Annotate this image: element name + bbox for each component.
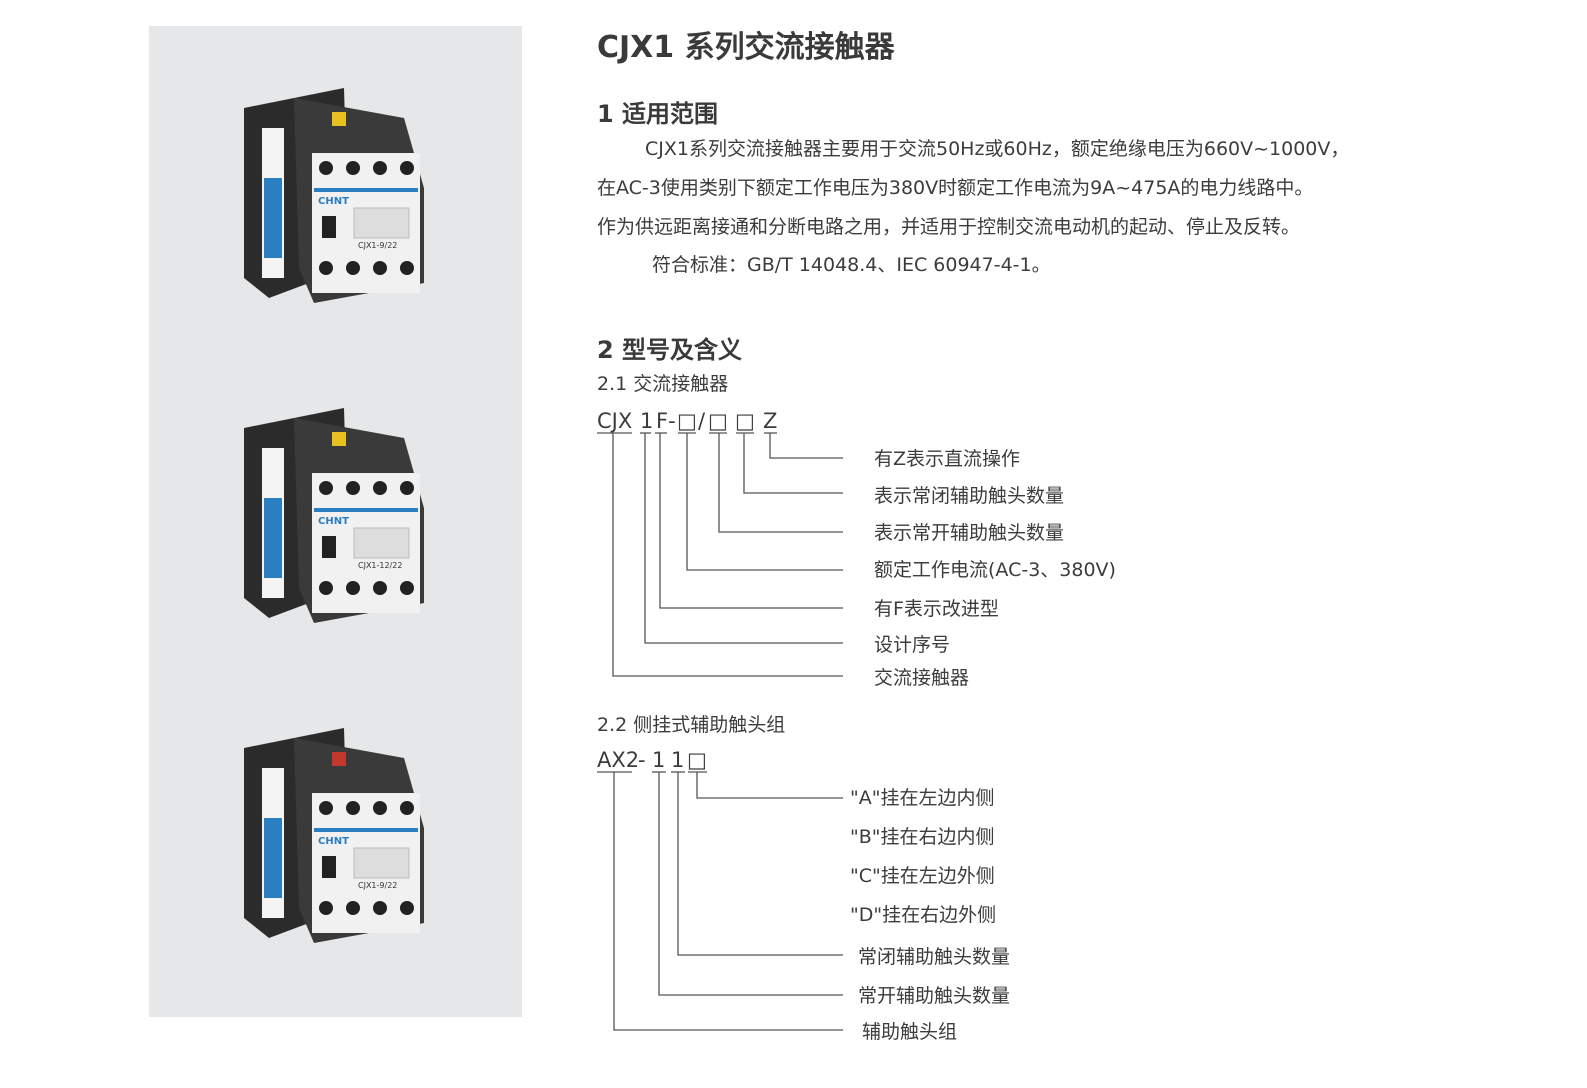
scope-paragraph-line-3: 作为供远距离接通和分断电路之用，并适用于控制交流电动机的起动、停止及反转。 [597, 216, 1301, 238]
terminal-screw [319, 901, 333, 915]
terminal-screw [346, 161, 360, 175]
scope-paragraph-line-1: CJX1系列交流接触器主要用于交流50Hz或60Hz，额定绝缘电压为660V~1… [645, 138, 1350, 160]
label-a-left-inner: "A"挂在左边内侧 [850, 787, 994, 809]
product-image-panel: CHNT CJX1-9/22 CHNT CJX1-12/22 CHNT CJX1-9/… [149, 26, 522, 1017]
label-d-right-outer: "D"挂在右边外侧 [850, 904, 996, 926]
brand-logo: CHNT [318, 196, 349, 207]
terminal-screw [400, 901, 414, 915]
side-label-stripe [264, 498, 282, 578]
code-part-no-count: 1 [652, 748, 665, 772]
terminal-screw [400, 801, 414, 815]
label-no-aux-count: 常开辅助触头数量 [858, 985, 1010, 1007]
subsection-2-2-title: 2.2 侧挂式辅助触头组 [597, 714, 786, 736]
section-2-heading: 2 型号及含义 [597, 336, 743, 364]
label-design-number: 设计序号 [874, 634, 950, 656]
terminal-screw [346, 481, 360, 495]
label-nc-aux-count: 常闭辅助触头数量 [858, 946, 1010, 968]
coil-indicator [332, 432, 346, 446]
code-part-nc: □ [735, 409, 755, 433]
product-image-contactor-1: CHNT CJX1-9/22 [244, 88, 424, 303]
code-part-improved: F- [656, 409, 676, 433]
model-marking: CJX1-9/22 [358, 241, 397, 250]
code-part-current: □ [677, 409, 697, 433]
model-marking: CJX1-12/22 [358, 561, 402, 570]
front-stripe [314, 828, 418, 832]
terminal-screw [346, 901, 360, 915]
ax2-leader-lines [597, 771, 843, 1031]
test-button [322, 536, 336, 558]
terminal-screw [346, 801, 360, 815]
label-improved-type: 有F表示改进型 [874, 598, 999, 620]
code-part-aux-group: AX2 [597, 748, 639, 772]
nameplate [353, 527, 410, 559]
coil-indicator [332, 752, 346, 766]
test-button [322, 216, 336, 238]
code-part-nc-count: 1 [671, 748, 684, 772]
ax2-model-code: AX2 - 1 1 □ [597, 748, 707, 772]
subsection-2-1-title: 2.1 交流接触器 [597, 373, 729, 395]
section-1-heading: 1 适用范围 [597, 100, 719, 128]
terminal-screw [373, 801, 387, 815]
coil-indicator [332, 112, 346, 126]
terminal-screw [346, 261, 360, 275]
terminal-screw [319, 801, 333, 815]
label-no-aux-count: 表示常开辅助触头数量 [874, 522, 1064, 544]
terminal-screw [319, 261, 333, 275]
standards-line: 符合标准：GB/T 14048.4、IEC 60947-4-1。 [652, 254, 1051, 276]
side-label-stripe [264, 818, 282, 898]
label-c-left-outer: "C"挂在左边外侧 [850, 865, 995, 887]
ax2-meaning-labels: "A"挂在左边内侧 "B"挂在右边内侧 "C"挂在左边外侧 "D"挂在右边外侧 … [850, 787, 1010, 1043]
nameplate [353, 847, 410, 879]
terminal-screw [373, 261, 387, 275]
scope-paragraph-line-2: 在AC-3使用类别下额定工作电压为380V时额定工作电流为9A~475A的电力线… [597, 177, 1314, 199]
code-part-position: □ [687, 748, 707, 772]
code-part-no: □ [708, 409, 728, 433]
front-stripe [314, 508, 418, 512]
brand-logo: CHNT [318, 836, 349, 847]
terminal-screw [400, 481, 414, 495]
product-image-contactor-3: CHNT CJX1-9/22 [244, 728, 424, 943]
terminal-screw [319, 581, 333, 595]
model-marking: CJX1-9/22 [358, 881, 397, 890]
terminal-screw [373, 901, 387, 915]
terminal-screw [400, 161, 414, 175]
test-button [322, 856, 336, 878]
brand-logo: CHNT [318, 516, 349, 527]
code-part-slash: / [698, 409, 706, 433]
side-label-stripe [264, 178, 282, 258]
terminal-screw [373, 481, 387, 495]
product-image-contactor-2: CHNT CJX1-12/22 [244, 408, 424, 623]
terminal-screw [346, 581, 360, 595]
label-aux-contact-group: 辅助触头组 [862, 1021, 957, 1043]
terminal-screw [400, 261, 414, 275]
label-dc-operation: 有Z表示直流操作 [874, 448, 1020, 470]
terminal-screw [319, 161, 333, 175]
nameplate [353, 207, 410, 239]
terminal-screw [373, 581, 387, 595]
code-part-dash: - [638, 748, 646, 772]
terminal-screw [319, 481, 333, 495]
page-title: CJX1 系列交流接触器 [597, 30, 895, 65]
front-stripe [314, 188, 418, 192]
label-b-right-inner: "B"挂在右边内侧 [850, 826, 995, 848]
cjx1-model-code: CJX 1 F- □ / □ □ Z [597, 409, 777, 433]
cjx1-meaning-labels: 有Z表示直流操作 表示常闭辅助触头数量 表示常开辅助触头数量 额定工作电流(AC… [874, 448, 1116, 689]
label-ac-contactor: 交流接触器 [874, 667, 969, 689]
code-part-dc: Z [763, 409, 777, 433]
label-rated-current: 额定工作电流(AC-3、380V) [874, 559, 1116, 581]
terminal-screw [373, 161, 387, 175]
label-nc-aux-count: 表示常闭辅助触头数量 [874, 485, 1064, 507]
code-part-series: CJX [597, 409, 632, 433]
terminal-screw [400, 581, 414, 595]
cjx1-leader-lines [597, 432, 843, 677]
code-part-design: 1 [640, 409, 653, 433]
